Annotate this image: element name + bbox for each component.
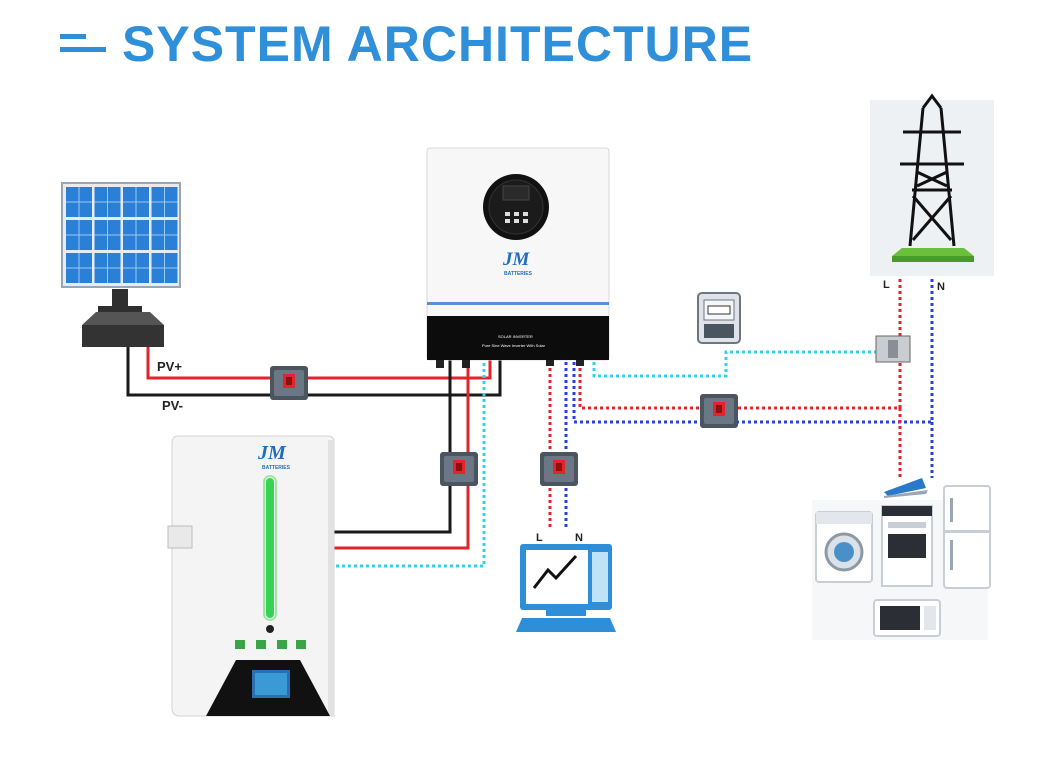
wire-meter-comm [592, 350, 876, 378]
load-l-label: L [536, 532, 543, 544]
inverter-brand-sub: BATTERIES [504, 271, 532, 277]
battery-icon [167, 435, 335, 717]
inverter-icon [426, 147, 610, 368]
inverter-line1: SOLAR INVERTER [498, 334, 533, 339]
wire-battery-red [330, 360, 470, 550]
solar-panel-icon [61, 182, 181, 347]
breaker-icon [270, 366, 308, 400]
breaker-icon [270, 366, 738, 486]
wire-grid-n [572, 272, 934, 424]
wire-battery-black [330, 360, 452, 534]
pv-plus-label: PV+ [157, 359, 182, 374]
wire-pv-plus [146, 345, 492, 380]
battery-brand: JM [258, 442, 286, 464]
breaker-icon [540, 452, 578, 486]
inverter-brand: JM [503, 249, 530, 270]
load-n-label: N [575, 532, 583, 544]
page-title: SYSTEM ARCHITECTURE [122, 16, 754, 72]
home-appliances-icon [812, 478, 991, 640]
grid-l-label: L [883, 279, 890, 291]
battery-brand-sub: BATTERIES [262, 465, 290, 471]
title-bars-icon [60, 34, 106, 56]
grid-n-label: N [937, 281, 945, 293]
pv-minus-label: PV- [162, 398, 183, 413]
transmission-tower-icon [870, 93, 994, 363]
breaker-icon [440, 452, 478, 486]
computer-icon [516, 544, 616, 632]
breaker-icon [700, 394, 738, 428]
wire-pv-minus [126, 345, 502, 397]
energy-meter-icon [697, 292, 741, 344]
inverter-line2: Pure Sine Wave Inverter With Solar [482, 343, 545, 348]
